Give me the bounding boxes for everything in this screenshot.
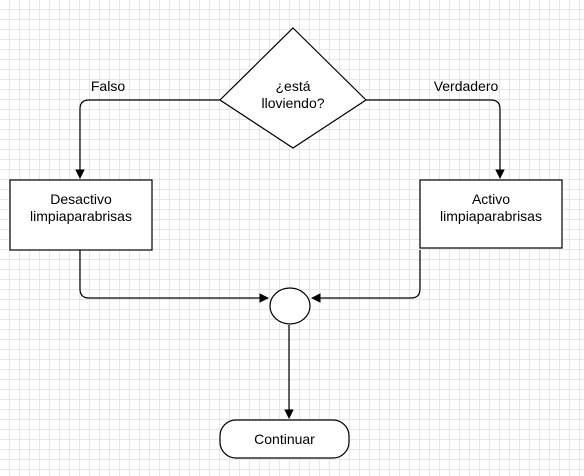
deactivate-text-line2: limpiaparabrisas [30,208,132,224]
process-node-deactivate [9,179,153,251]
terminal-node [219,419,350,459]
decision-text-line2: lloviendo? [261,95,324,111]
decision-node [219,27,367,149]
decision-text-line1: ¿está [275,78,310,94]
activate-text-line2: limpiaparabrisas [440,208,542,224]
edge-left-to-merge [79,250,269,303]
terminal-text: Continuar [254,431,315,447]
edge-decision-to-right [366,99,505,179]
deactivate-text-line1: Desactivo [50,191,112,207]
true-edge-label: Verdadero [434,78,499,94]
edge-right-to-merge [311,250,421,303]
process-node-activate [419,179,563,249]
activate-text-line1: Activo [472,191,510,207]
false-edge-label: Falso [91,78,125,94]
merge-node [269,287,311,325]
edge-decision-to-left [75,99,220,179]
